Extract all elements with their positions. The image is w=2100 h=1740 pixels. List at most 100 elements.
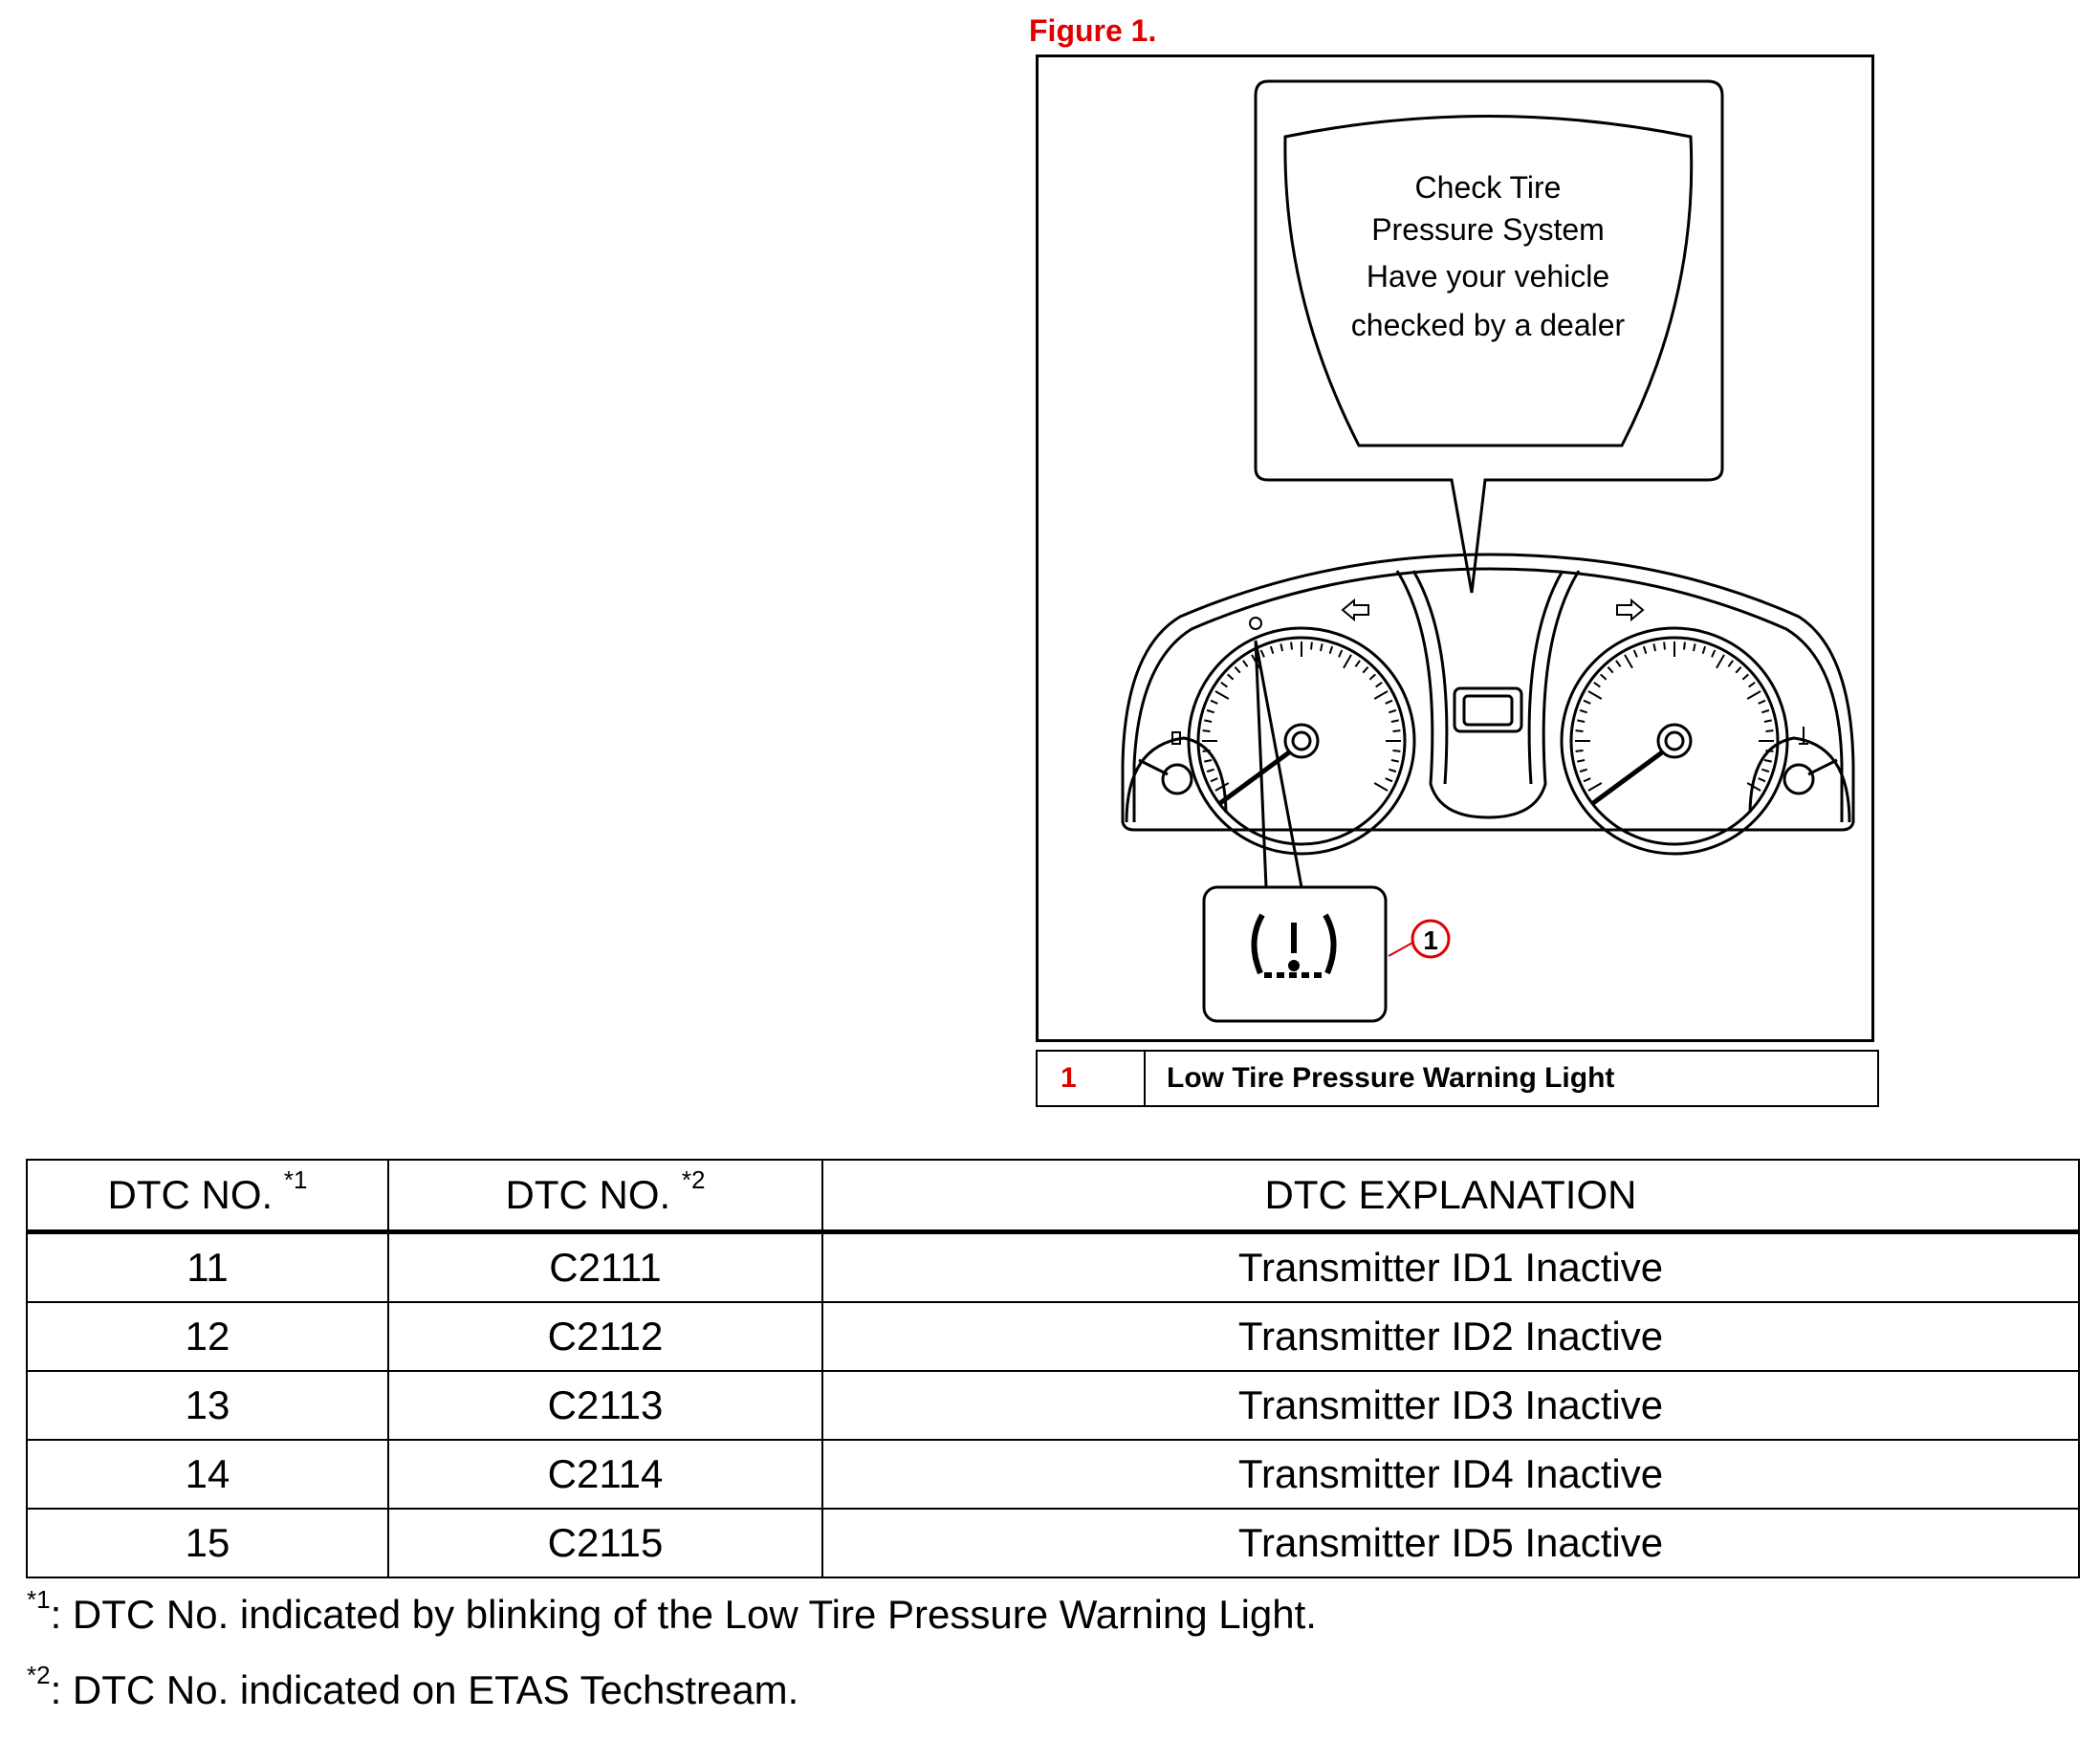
gauge-tick <box>1735 666 1742 674</box>
header-dtc-no-1: DTC NO. *1 <box>26 1159 389 1234</box>
gauge-tick <box>1375 682 1383 688</box>
gauge-tick <box>1390 758 1399 763</box>
gauge-tick <box>1343 654 1352 669</box>
gauge-tick <box>1632 649 1638 658</box>
dtc-blink-code: 11 <box>26 1230 389 1303</box>
dtc-code: C2114 <box>387 1439 823 1510</box>
callout-number: 1 <box>1423 925 1438 955</box>
gauge-tick <box>1362 666 1369 674</box>
display-message-line-4: checked by a dealer <box>1351 308 1626 342</box>
display-message-line-3: Have your vehicle <box>1367 259 1609 294</box>
display-shield <box>1283 115 1694 447</box>
gauge-tick <box>1204 719 1213 724</box>
gauge-tick <box>1202 729 1211 732</box>
gauge-tick <box>1388 768 1397 773</box>
gauge-tick <box>1624 654 1633 669</box>
gauge-tick <box>1583 699 1591 705</box>
gauge-tick <box>1204 758 1213 763</box>
gauge-tick <box>1368 673 1376 681</box>
gauge-tick <box>1758 777 1766 783</box>
table-row: 12 C2112 Transmitter ID2 Inactive <box>26 1301 2080 1372</box>
gauge-tick <box>1373 782 1389 792</box>
table-header-row: DTC NO. *1 DTC NO. *2 DTC EXPLANATION <box>26 1159 2080 1234</box>
gauge-tick <box>1765 750 1774 752</box>
gauge-tick <box>1761 768 1770 773</box>
gauge-tick <box>1234 666 1241 674</box>
gauge-tick <box>1577 758 1586 763</box>
gauge-tick <box>1692 643 1696 652</box>
gauge-tick <box>1642 645 1648 655</box>
temperature-icon <box>1799 727 1808 745</box>
gauge-tick <box>1242 660 1249 667</box>
gauge-tick <box>1615 660 1622 667</box>
gauge-tick <box>1761 708 1770 714</box>
table-row: 15 C2115 Transmitter ID5 Inactive <box>26 1508 2080 1578</box>
dtc-code: C2112 <box>387 1301 823 1372</box>
display-message-line-2: Pressure System <box>1371 212 1605 247</box>
gauge-tick <box>1210 777 1218 783</box>
table-row: 11 C2111 Transmitter ID1 Inactive <box>26 1230 2080 1303</box>
gauge-tick <box>1328 645 1334 655</box>
table-row: 14 C2114 Transmitter ID4 Inactive <box>26 1439 2080 1510</box>
dtc-explanation: Transmitter ID4 Inactive <box>821 1439 2080 1510</box>
gauge-tick <box>1579 768 1588 773</box>
fuel-icon <box>1171 731 1181 745</box>
gauge-tick <box>1652 643 1657 652</box>
cluster-outline <box>1121 553 1855 832</box>
gauge-tick <box>1701 645 1707 655</box>
gauge-tick <box>1607 666 1614 674</box>
right-turn-arrow-icon <box>1616 598 1645 622</box>
gauge-tick <box>1575 729 1584 732</box>
dtc-explanation: Transmitter ID1 Inactive <box>821 1230 2080 1303</box>
footnote-2: *2: DTC No. indicated on ETAS Techstream… <box>27 1661 799 1712</box>
gauge-tick <box>1741 673 1749 681</box>
gauge-tick <box>1587 690 1603 700</box>
gauge-tick <box>1385 777 1393 783</box>
dtc-explanation: Transmitter ID5 Inactive <box>821 1508 2080 1578</box>
gauge-tick <box>1373 690 1389 700</box>
gauge-tick <box>1748 682 1756 688</box>
warning-light-box <box>1202 885 1388 1023</box>
figure-legend: 1 Low Tire Pressure Warning Light <box>1036 1050 1879 1107</box>
gauge-tick <box>1214 782 1230 792</box>
gauge-tick <box>1259 649 1265 658</box>
gauge-tick <box>1385 699 1393 705</box>
gauge-tick <box>1600 673 1608 681</box>
display-message-line-1: Check Tire <box>1415 170 1562 205</box>
gauge-tick <box>1290 642 1293 650</box>
figure-frame: 1 Check Tire Pressure System Have your v… <box>1036 54 1874 1042</box>
gauge-tick <box>1683 642 1686 650</box>
gauge-tick <box>1214 690 1230 700</box>
left-turn-arrow-icon <box>1341 598 1369 622</box>
gauge-tick <box>1392 750 1401 752</box>
eco-icon <box>1249 617 1262 630</box>
gauge-tick <box>1758 699 1766 705</box>
gauge-tick <box>1206 768 1215 773</box>
legend-text: Low Tire Pressure Warning Light <box>1167 1062 1615 1094</box>
gauge-tick <box>1319 643 1323 652</box>
instrument-cluster-illustration: 1 Check Tire Pressure System Have your v… <box>1121 79 1855 1023</box>
dtc-code: C2111 <box>387 1230 823 1303</box>
dtc-explanation: Transmitter ID2 Inactive <box>821 1301 2080 1372</box>
gauge-tick <box>1711 649 1717 658</box>
dtc-blink-code: 14 <box>26 1439 389 1510</box>
gauge-tick <box>1220 682 1228 688</box>
gauge-tick <box>1269 645 1275 655</box>
gauge-tick <box>1390 719 1399 724</box>
table-row: 13 C2113 Transmitter ID3 Inactive <box>26 1370 2080 1441</box>
gauge-tick <box>1763 758 1772 763</box>
tire-pressure-warning-icon <box>1251 913 1337 978</box>
dtc-code: C2113 <box>387 1370 823 1441</box>
gauge-tick <box>1280 643 1284 652</box>
gauge-tick <box>1202 750 1211 752</box>
message-callout <box>1254 79 1724 594</box>
header-dtc-explanation: DTC EXPLANATION <box>821 1159 2080 1234</box>
figure-caption: Figure 1. <box>1029 13 1157 48</box>
dtc-blink-code: 13 <box>26 1370 389 1441</box>
dtc-explanation: Transmitter ID3 Inactive <box>821 1370 2080 1441</box>
gauge-tick <box>1579 708 1588 714</box>
gauge-tick <box>1746 690 1761 700</box>
gauge-tick <box>1210 699 1218 705</box>
gauge-tick <box>1227 673 1235 681</box>
gauge-tick <box>1593 682 1601 688</box>
